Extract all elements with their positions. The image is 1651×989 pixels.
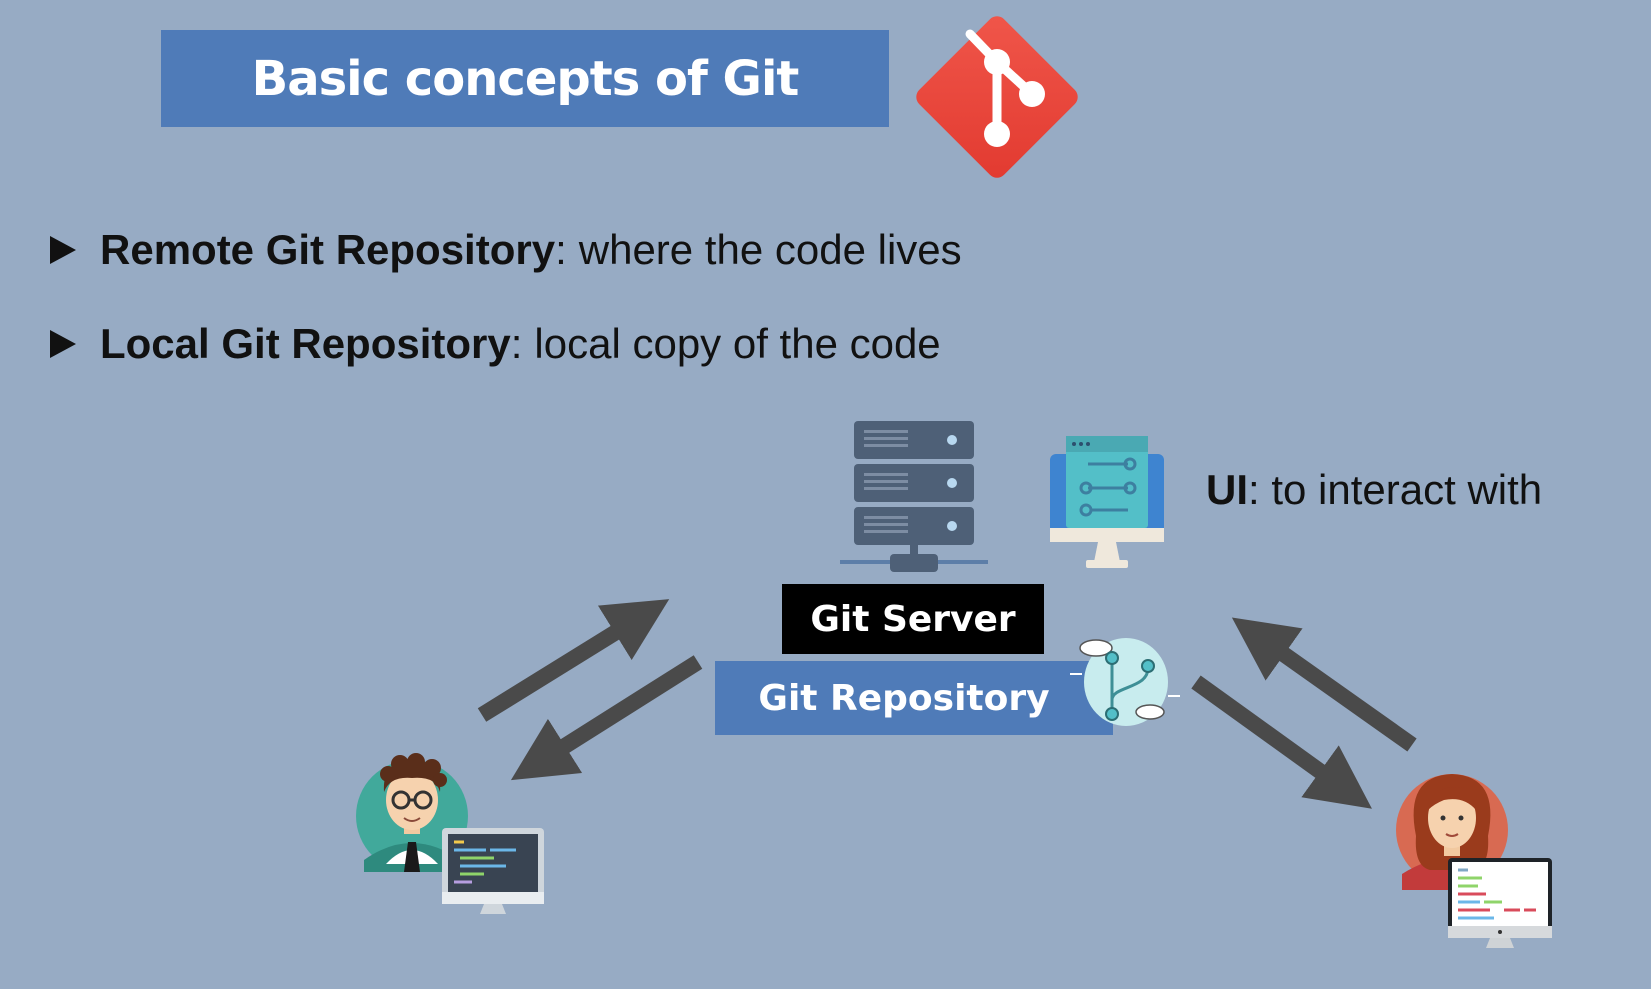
arrow-left-down (510, 655, 703, 781)
title-banner: Basic concepts of Git (161, 30, 889, 127)
arrow-right-down (1191, 675, 1372, 809)
bullet-description: local copy of the code (534, 320, 941, 367)
bullet-remote-repository: Remote Git Repository: where the code li… (50, 220, 962, 280)
arrow-right-up (1231, 617, 1417, 752)
ui-monitor-icon (1050, 436, 1164, 568)
bullet-term: Local Git Repository (100, 320, 511, 367)
ui-caption-term: UI (1206, 466, 1248, 513)
git-server-label: Git Server (782, 584, 1044, 654)
git-server-text: Git Server (810, 598, 1016, 640)
bullet-separator: : (555, 226, 567, 273)
git-logo-icon (916, 16, 1078, 178)
bullet-term: Remote Git Repository (100, 226, 556, 273)
bullet-triangle-icon (50, 236, 76, 264)
ui-caption-separator: : (1248, 466, 1260, 513)
developer-male-icon (356, 753, 544, 914)
ui-caption-description: to interact with (1271, 466, 1543, 513)
bullet-description: where the code lives (578, 226, 962, 273)
git-repository-label: Git Repository (715, 661, 1113, 735)
ui-caption: UI: to interact with (1206, 466, 1542, 514)
repository-cloud-icon (1070, 638, 1180, 726)
developer-female-icon (1396, 774, 1552, 948)
git-repository-text: Git Repository (758, 677, 1050, 719)
bullet-triangle-icon (50, 330, 76, 358)
arrow-left-up (477, 599, 670, 722)
bullet-separator: : (510, 320, 523, 367)
bullet-local-repository: Local Git Repository: local copy of the … (50, 314, 941, 374)
server-rack-icon (840, 421, 988, 572)
page-title: Basic concepts of Git (251, 50, 800, 107)
